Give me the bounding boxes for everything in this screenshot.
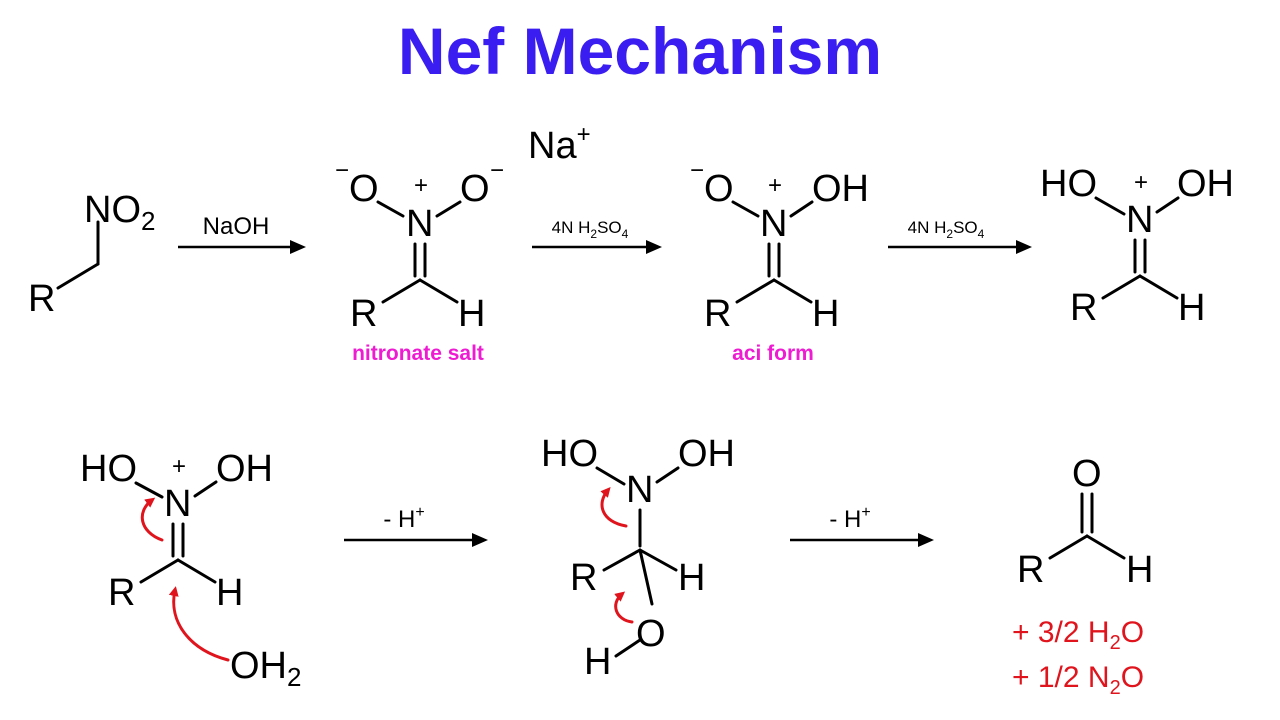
atom-n: N [406,203,433,245]
bond-c-h [176,558,217,584]
atom-o: O [636,613,666,655]
charge-plus-n: + [172,453,186,480]
atom-h: H [1178,287,1205,329]
charge-plus-n: + [414,172,428,199]
water-attack-structure: HO + N OH R H OH2 [80,448,301,692]
curly-arrow-leaving-group [600,486,628,528]
atom-ho: HO [541,433,598,475]
aci-form-structure: − O + N OH R H [690,157,869,335]
atom-o-left: O [349,168,379,210]
bond-ho-n [1094,196,1126,216]
label-aci-form: aci form [732,342,814,365]
atom-r: R [570,557,597,599]
charge-minus-right: − [490,157,504,184]
bond-c-h [1138,274,1179,300]
bond-c-r [1101,274,1142,300]
nitronate-structure: − O + N O − R H [335,157,504,335]
atom-ho: HO [1040,163,1097,205]
bond-o-n-left [376,200,405,218]
label-nitronate-salt: nitronate salt [352,342,484,365]
atom-ho: HO [80,448,137,490]
bond-c-r [139,558,180,584]
curly-arrow-water-attack [168,586,230,662]
atom-r: R [108,572,135,614]
bond-n-oh [655,466,680,484]
atom-h: H [458,293,485,335]
atom-oh: OH [1177,163,1234,205]
bond-n-oh [193,480,218,498]
atom-o: O [1072,453,1102,495]
reaction-arrow-3-head [1016,240,1032,254]
atom-h: H [216,572,243,614]
atom-o: O [704,168,734,210]
atom-h: H [1126,549,1153,591]
charge-minus: − [690,157,704,184]
atom-n: N [626,469,653,511]
aldehyde-product-structure: O R H [1017,453,1153,591]
reaction-arrow-4-head [472,533,488,547]
atom-oh: OH [812,168,869,210]
atom-oh: OH [678,433,735,475]
curly-arrow-pi-bond [140,497,164,542]
bond-c-o [638,548,654,606]
bond-c-r [381,278,422,304]
bond-c-h [418,278,459,304]
reagent-naoh: NaOH [203,213,270,240]
nitro-group: NO2 [84,189,155,236]
atom-h: H [678,557,705,599]
atom-n: N [164,483,191,525]
bond-r-ch2 [56,262,100,290]
atom-h-hydroxyl: H [584,641,611,683]
charge-plus-n: + [768,172,782,199]
reaction-arrow-1-head [290,240,306,254]
tetrahedral-intermediate-structure: HO N OH R H O H [541,433,735,683]
page-title: Nef Mechanism [398,14,882,88]
sodium-ion: Na+ [528,121,591,167]
bond-c-r [735,278,776,304]
bond-c-h [638,548,678,572]
atom-oh: OH [216,448,273,490]
bond-ho-n [134,481,164,499]
bond-n-oh [1155,196,1180,214]
reaction-arrow-5-head [918,533,934,547]
charge-plus-n: + [1134,169,1148,196]
reagent-deprotonation-2: - H+ [829,504,870,533]
reagent-deprotonation-1: - H+ [383,504,424,533]
reaction-arrow-2-head [646,240,662,254]
reagent-h2so4-1: 4N H2SO4 [552,218,629,241]
atom-r: R [28,278,55,320]
atom-r: R [1070,287,1097,329]
bond-c-r [1048,534,1089,560]
atom-r: R [1017,549,1044,591]
atom-n: N [760,203,787,245]
protonated-aci-structure: HO + N OH R H [1040,163,1234,329]
bond-c-h [1085,534,1126,560]
bond-n-oh [789,200,814,218]
bond-ho-n [595,466,626,486]
bond-c-h [772,278,813,304]
atom-o-right: O [460,168,490,210]
nitroalkane-structure: R NO2 [28,189,155,320]
bond-o-h [614,638,642,658]
water: OH2 [230,645,301,692]
byproduct-nitrous-oxide: + 1/2 N2O [1012,661,1144,699]
atom-h: H [812,293,839,335]
bond-o-n [731,200,760,218]
bond-n-o-right [435,200,462,218]
reagent-h2so4-2: 4N H2SO4 [908,218,985,241]
atom-n: N [1126,199,1153,241]
atom-r: R [350,293,377,335]
byproduct-water: + 3/2 H2O [1012,616,1144,654]
curly-arrow-o-lone-pair [614,591,634,624]
bond-c-r [602,548,642,572]
charge-minus-left: − [335,157,349,184]
atom-r: R [704,293,731,335]
